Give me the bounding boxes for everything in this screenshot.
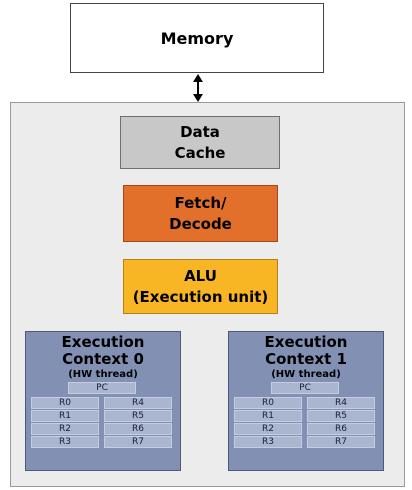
register: R5 xyxy=(307,410,375,422)
context-title: Execution Context 0 xyxy=(61,333,145,368)
register: R0 xyxy=(31,397,99,409)
register: R7 xyxy=(307,436,375,448)
register: R6 xyxy=(307,423,375,435)
fetch-decode-label: Fetch/ Decode xyxy=(169,194,232,233)
memory-block: Memory xyxy=(70,3,324,73)
register: R1 xyxy=(234,410,302,422)
register: R5 xyxy=(104,410,172,422)
register: R2 xyxy=(234,423,302,435)
pc-register: PC xyxy=(271,382,339,394)
register: R2 xyxy=(31,423,99,435)
register: R3 xyxy=(234,436,302,448)
pc-register: PC xyxy=(68,382,136,394)
register: R4 xyxy=(307,397,375,409)
context-title: Execution Context 1 xyxy=(264,333,348,368)
data-cache-label: Data Cache xyxy=(174,123,226,162)
alu-label: ALU (Execution unit) xyxy=(132,267,269,306)
register-column-right: R4 R5 R6 R7 xyxy=(307,397,375,449)
context-subtitle: (HW thread) xyxy=(271,369,341,380)
memory-label: Memory xyxy=(160,28,234,48)
register: R4 xyxy=(104,397,172,409)
execution-context-1: Execution Context 1 (HW thread) PC R0 R1… xyxy=(228,331,384,471)
register: R1 xyxy=(31,410,99,422)
context-subtitle: (HW thread) xyxy=(68,369,138,380)
data-cache-block: Data Cache xyxy=(120,116,280,169)
register: R3 xyxy=(31,436,99,448)
register-column-left: R0 R1 R2 R3 xyxy=(31,397,99,449)
alu-block: ALU (Execution unit) xyxy=(123,259,278,314)
register: R0 xyxy=(234,397,302,409)
fetch-decode-block: Fetch/ Decode xyxy=(123,185,278,242)
execution-context-0: Execution Context 0 (HW thread) PC R0 R1… xyxy=(25,331,181,471)
register-column-left: R0 R1 R2 R3 xyxy=(234,397,302,449)
register: R6 xyxy=(104,423,172,435)
register-column-right: R4 R5 R6 R7 xyxy=(104,397,172,449)
register: R7 xyxy=(104,436,172,448)
memory-core-arrow xyxy=(193,74,203,102)
